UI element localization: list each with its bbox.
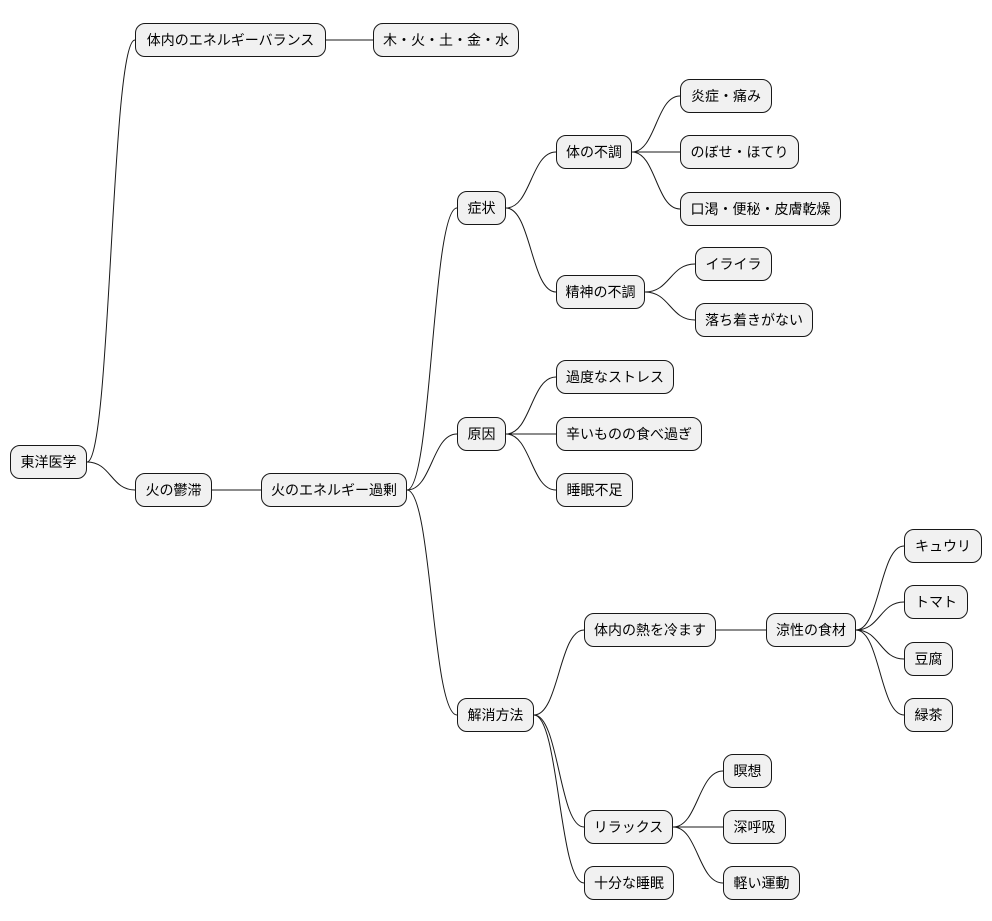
edge-symptoms-body	[505, 151, 557, 209]
node-body-discomfort: 体の不調	[556, 135, 632, 169]
node-causes: 原因	[457, 417, 506, 451]
node-remedies: 解消方法	[457, 698, 534, 732]
node-irritation: イライラ	[695, 247, 772, 281]
node-restless: 落ち着きがない	[695, 303, 813, 337]
node-enough-sleep: 十分な睡眠	[584, 866, 674, 900]
node-relax: リラックス	[584, 810, 673, 844]
node-sleep-lack: 睡眠不足	[556, 473, 633, 507]
edge-remedies-sleep	[533, 714, 585, 884]
edge-body-dryness	[631, 151, 681, 210]
node-root: 東洋医学	[10, 445, 87, 479]
node-fire-stagnation: 火の鬱滞	[135, 473, 212, 507]
edge-mental-restless	[644, 291, 696, 321]
edge-excess-causes	[406, 433, 458, 491]
edge-relax-exercise	[672, 826, 724, 884]
edge-excess-remedies	[406, 489, 458, 716]
node-meditation: 瞑想	[723, 754, 772, 788]
edge-mental-irritation	[644, 263, 696, 293]
node-hot-flush: のぼせ・ほてり	[680, 135, 799, 169]
edge-foods-tofu	[855, 629, 905, 660]
node-tomato: トマト	[904, 585, 968, 619]
edge-remedies-relax	[533, 714, 585, 828]
edge-remedies-cool	[533, 629, 585, 716]
edge-foods-greentea	[855, 629, 905, 716]
edge-root-fire-stagnation	[86, 461, 136, 491]
node-stress: 過度なストレス	[556, 360, 674, 394]
node-balance: 体内のエネルギーバランス	[135, 23, 326, 57]
node-green-tea: 緑茶	[904, 698, 953, 732]
edge-foods-tomato	[855, 601, 905, 631]
node-inflammation: 炎症・痛み	[680, 79, 772, 113]
edge-relax-meditation	[672, 770, 724, 828]
node-fire-excess: 火のエネルギー過剰	[261, 473, 407, 507]
node-five-elements: 木・火・土・金・水	[373, 23, 519, 57]
node-cool-body: 体内の熱を冷ます	[584, 613, 716, 647]
edge-excess-symptoms	[406, 207, 458, 491]
node-light-exercise: 軽い運動	[723, 866, 800, 900]
edge-root-balance	[86, 39, 136, 463]
node-symptoms: 症状	[457, 191, 506, 225]
node-tofu: 豆腐	[904, 642, 953, 676]
node-mental-discomfort: 精神の不調	[556, 275, 645, 309]
edge-causes-sleep	[505, 433, 557, 491]
node-dryness: 口渇・便秘・皮膚乾燥	[680, 192, 841, 226]
node-spicy: 辛いものの食べ過ぎ	[556, 417, 702, 451]
node-cucumber: キュウリ	[904, 529, 982, 563]
edge-symptoms-mental	[505, 207, 557, 293]
edge-body-inflammation	[631, 95, 681, 153]
edge-foods-cucumber	[855, 545, 905, 631]
edge-causes-stress	[505, 376, 557, 435]
node-deep-breath: 深呼吸	[723, 810, 786, 844]
node-cooling-foods: 涼性の食材	[766, 613, 856, 647]
